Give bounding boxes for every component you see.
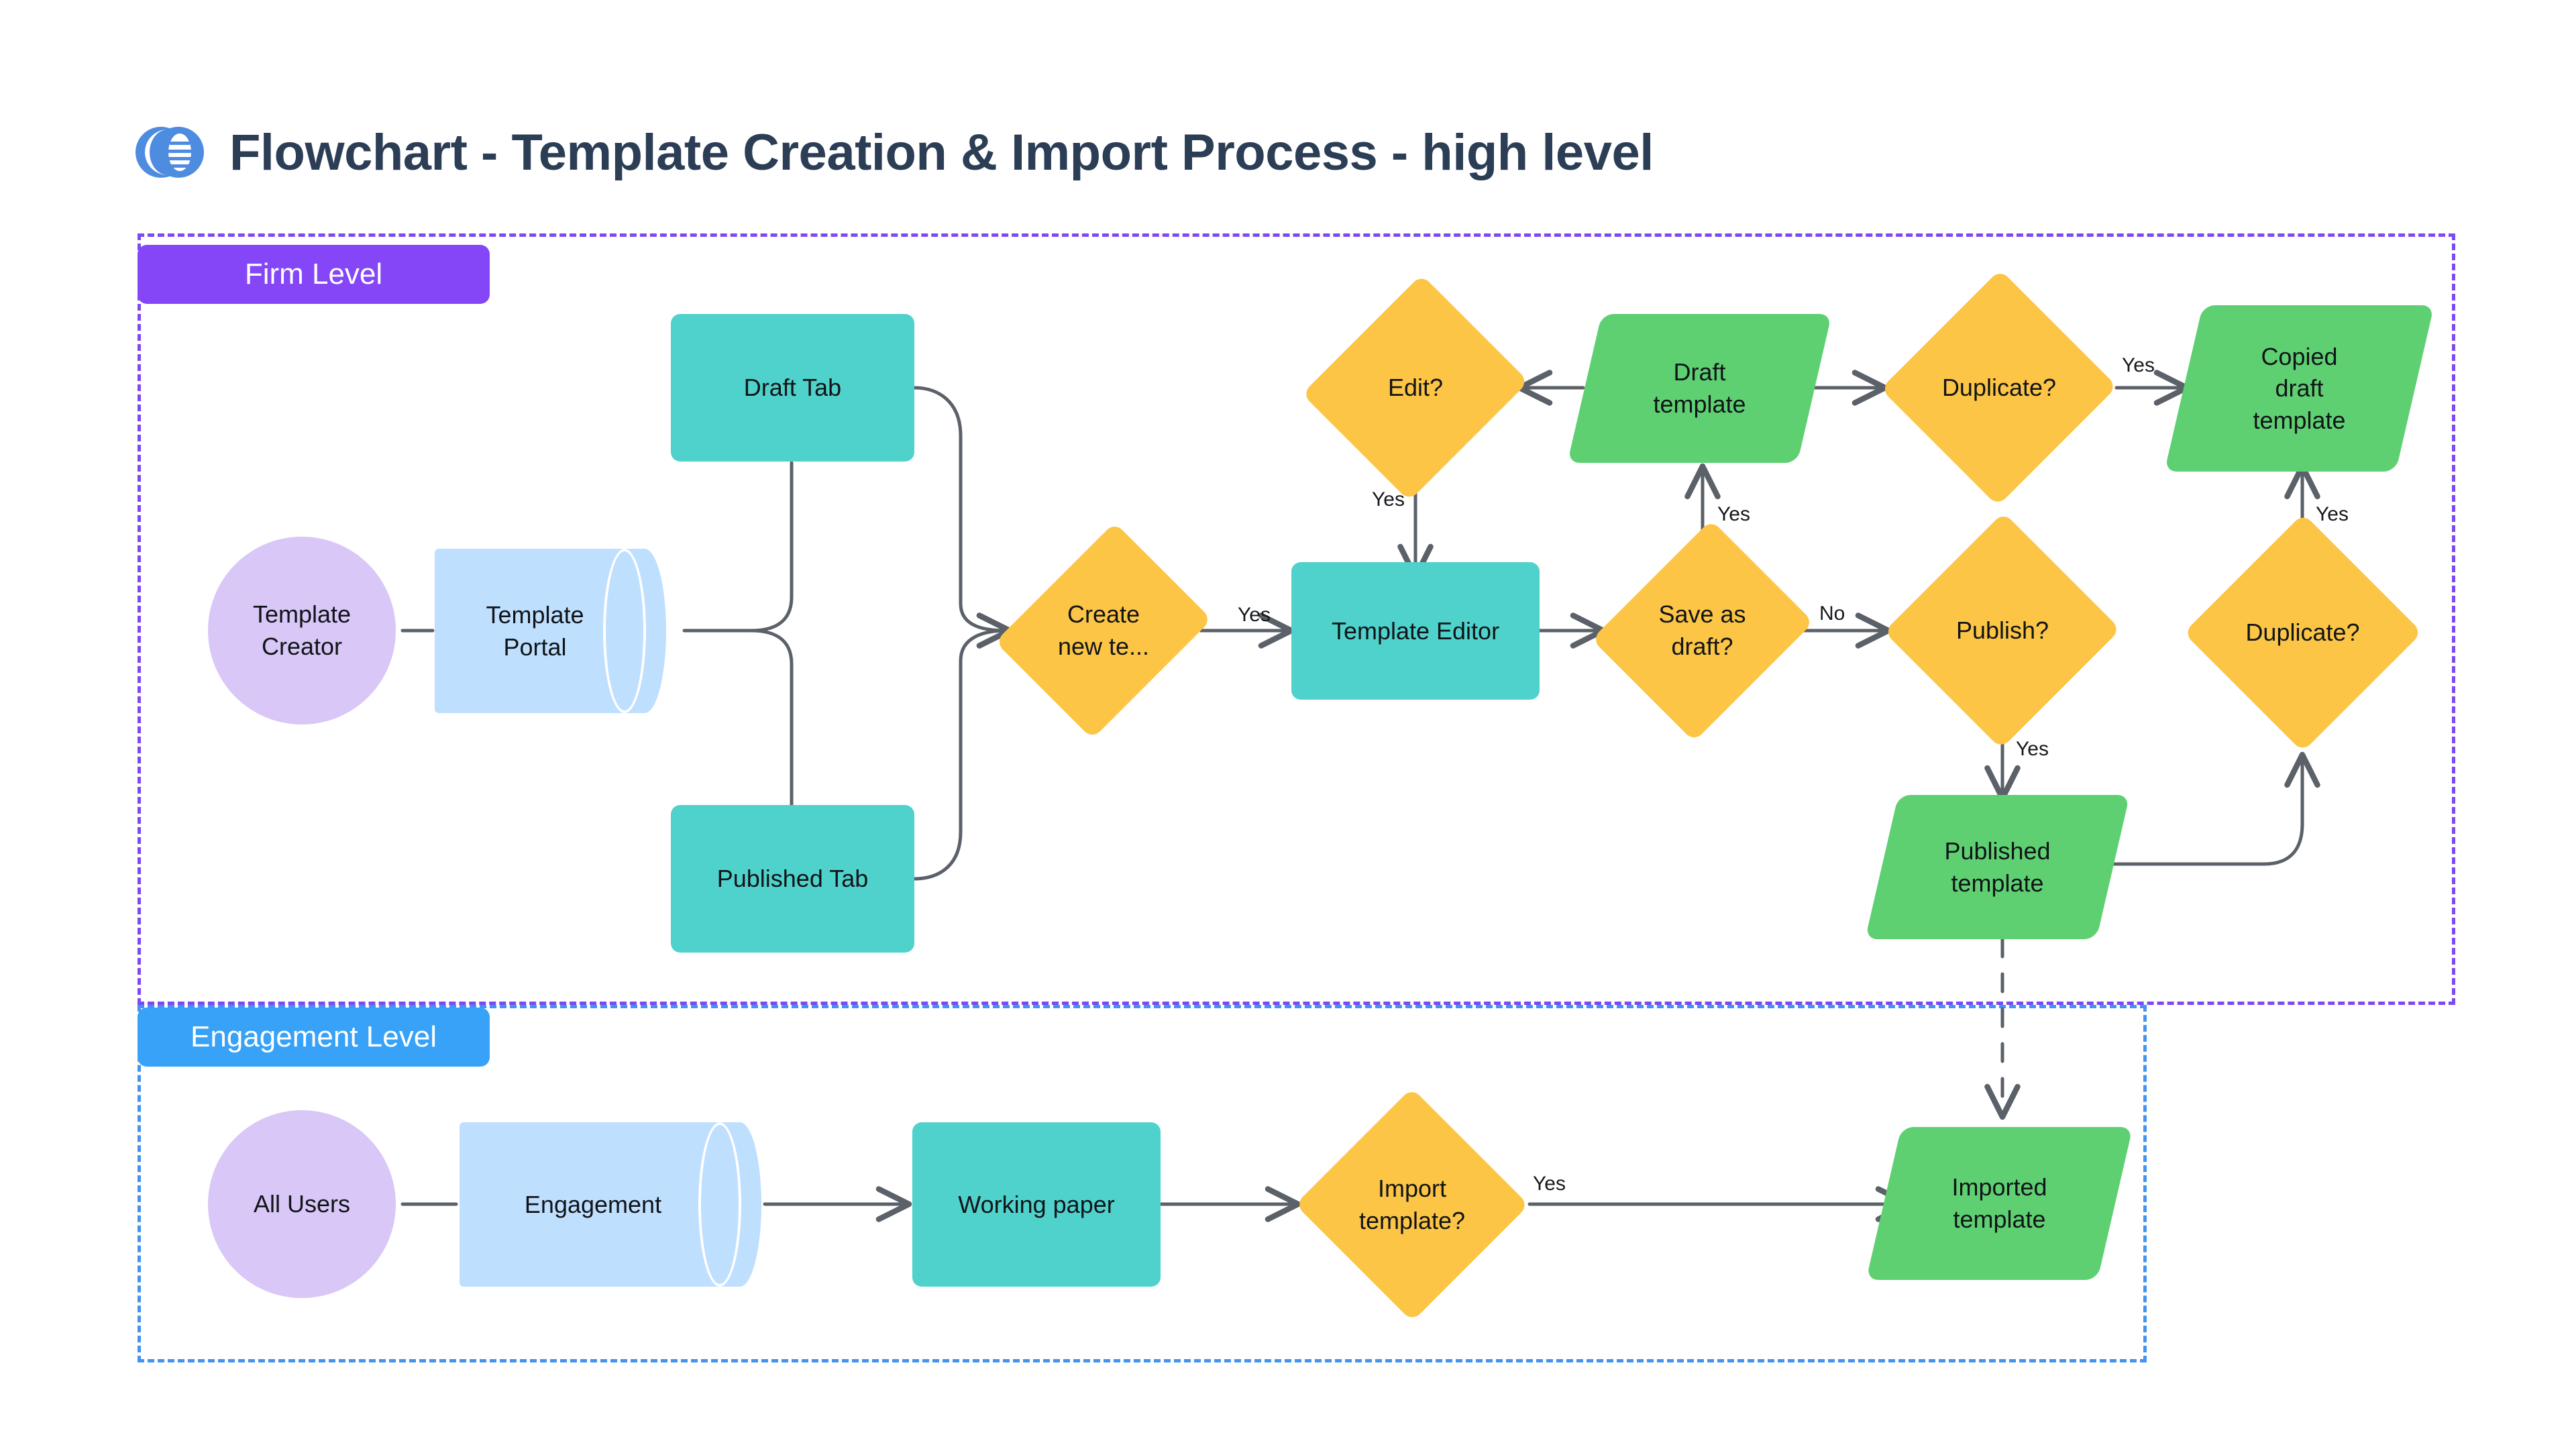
node-template-portal[interactable]: Template Portal (435, 549, 666, 713)
node-label: Draft Tab (743, 374, 842, 402)
edge-label-import-yes: Yes (1533, 1173, 1566, 1195)
node-working-paper[interactable]: Working paper (912, 1122, 1161, 1287)
node-label: Duplicate? (1941, 374, 2057, 402)
node-imported-template[interactable]: Imported template (1866, 1127, 2133, 1280)
node-copied-draft-template[interactable]: Copied draft template (2164, 305, 2434, 472)
node-draft-tab[interactable]: Draft Tab (671, 314, 914, 462)
node-edit-decision[interactable]: Edit? (1302, 268, 1529, 507)
node-label-line2: template (1953, 1205, 2046, 1233)
overlapping-circles-logo-icon (134, 117, 204, 187)
node-label: Create new te... (1054, 598, 1153, 662)
node-create-new-template[interactable]: Create new te... (995, 511, 1212, 750)
edge-label-save-as-draft-no: No (1819, 602, 1845, 625)
node-label-line1: Published (1944, 837, 2051, 865)
edge-label-save-as-draft-yes: Yes (1717, 503, 1750, 525)
node-label: Save as draft? (1654, 598, 1750, 662)
node-draft-template[interactable]: Draft template (1567, 314, 1832, 463)
node-label: Imported template (1951, 1171, 2047, 1235)
node-all-users[interactable]: All Users (208, 1110, 396, 1298)
node-label: Published Tab (716, 865, 869, 893)
node-label-line2: Creator (261, 633, 343, 660)
cylinder-body (460, 1122, 740, 1287)
node-label-line1: Import (1377, 1175, 1446, 1203)
node-label-line1: Imported (1951, 1173, 2047, 1201)
node-label-line2: new te... (1057, 633, 1150, 660)
swimlane-label-firm-level: Firm Level (138, 245, 490, 304)
cylinder-seam (603, 549, 646, 713)
edge-label-edit-yes: Yes (1372, 488, 1405, 511)
node-label: Working paper (958, 1190, 1115, 1218)
node-label-line3: template (2253, 406, 2346, 434)
node-label: Edit? (1387, 374, 1444, 402)
edge-label-duplicate-top-yes: Yes (2122, 354, 2155, 376)
node-label-line1: Template (252, 600, 352, 629)
node-template-creator[interactable]: Template Creator (208, 537, 396, 724)
node-label: Template Editor (1331, 616, 1500, 645)
node-label-line1: Create (1067, 600, 1140, 629)
node-label-line2: template? (1358, 1207, 1466, 1234)
node-template-editor[interactable]: Template Editor (1291, 562, 1540, 700)
page-header: Flowchart - Template Creation & Import P… (134, 117, 1654, 187)
node-published-tab[interactable]: Published Tab (671, 805, 914, 953)
node-label-line1: Draft (1673, 358, 1726, 386)
node-save-as-draft-decision[interactable]: Save as draft? (1591, 511, 1813, 750)
node-label-line2: draft? (1671, 633, 1733, 660)
node-label-line2: template (1653, 390, 1746, 418)
node-label: Copied draft template (2253, 341, 2345, 437)
cylinder-seam (698, 1122, 741, 1287)
node-label-line2: draft (2275, 374, 2324, 402)
node-import-template-decision[interactable]: Import template? (1295, 1087, 1529, 1322)
node-label-line1: Template (486, 600, 584, 629)
edge-label-publish-yes: Yes (2016, 738, 2049, 760)
node-label: Template Portal (435, 599, 666, 663)
swimlane-label-engagement-level: Engagement Level (138, 1008, 490, 1067)
node-published-template[interactable]: Published template (1865, 795, 2130, 939)
node-label: All Users (253, 1190, 351, 1218)
node-label: Publish? (1955, 616, 2049, 645)
node-label: Engagement (524, 1190, 662, 1218)
node-label: Published template (1944, 835, 2050, 899)
swimlane-firm-level (138, 233, 2455, 1005)
node-label: Draft template (1653, 356, 1746, 420)
node-publish-decision[interactable]: Publish? (1884, 511, 2121, 750)
node-engagement[interactable]: Engagement (460, 1122, 761, 1287)
node-label: Import template? (1355, 1173, 1469, 1236)
edge-label-duplicate-bottom-yes: Yes (2316, 503, 2349, 525)
node-label-line2: Portal (503, 633, 567, 661)
node-label-line1: Copied (2261, 342, 2338, 370)
swimlane-engagement-level (138, 1005, 2147, 1362)
node-label: Duplicate? (2245, 619, 2360, 647)
node-duplicate-bottom-decision[interactable]: Duplicate? (2183, 513, 2422, 752)
node-duplicate-top-decision[interactable]: Duplicate? (1880, 268, 2118, 507)
node-label-line2: template (1951, 869, 2044, 897)
page-title: Flowchart - Template Creation & Import P… (229, 123, 1654, 181)
node-label-line1: Save as (1658, 600, 1746, 629)
edge-label-create-new-yes: Yes (1238, 604, 1271, 626)
